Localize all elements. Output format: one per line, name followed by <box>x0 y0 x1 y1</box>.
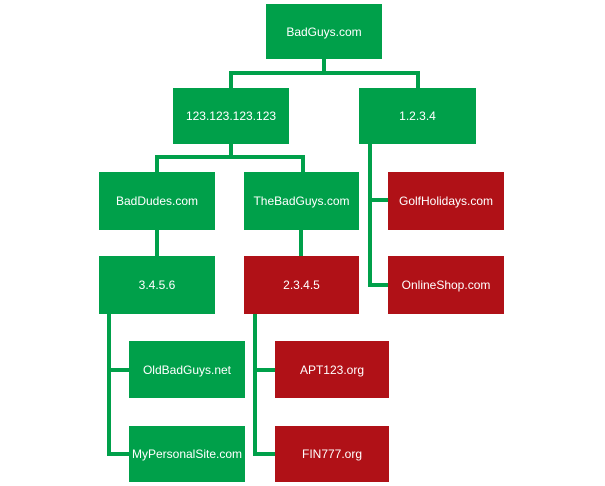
connector-to-apt123 <box>253 368 275 372</box>
node-ip-c: 3.4.5.6 <box>99 256 215 314</box>
node-golfholidays: GolfHolidays.com <box>388 172 504 230</box>
connector-to-ip-a <box>229 71 233 88</box>
node-mypersonalsite: MyPersonalSite.com <box>129 426 245 482</box>
connector-ip-b-trunk <box>368 144 372 287</box>
connector-to-mypersonalsite <box>107 452 129 456</box>
node-apt123: APT123.org <box>275 341 389 398</box>
node-ip-b: 1.2.3.4 <box>359 88 476 144</box>
node-fin777: FIN777.org <box>275 426 389 482</box>
connector-root-bar <box>229 71 420 75</box>
connector-to-thebadguys <box>301 155 305 172</box>
node-ip-d: 2.3.4.5 <box>244 256 359 314</box>
connector-baddudes-to-ip-c <box>155 230 159 256</box>
node-root: BadGuys.com <box>266 4 382 59</box>
connector-to-golfholidays <box>368 198 388 202</box>
connector-to-onlineshop <box>368 283 388 287</box>
connector-ip-a-down <box>229 144 233 157</box>
connector-root-down <box>322 59 326 73</box>
connector-ip-a-bar <box>155 155 305 159</box>
connector-ip-c-trunk <box>107 314 111 456</box>
connector-to-baddudes <box>155 155 159 172</box>
connector-to-ip-b <box>416 71 420 88</box>
node-oldbadguys: OldBadGuys.net <box>129 341 245 398</box>
node-thebadguys: TheBadGuys.com <box>244 172 359 230</box>
node-ip-a: 123.123.123.123 <box>173 88 289 144</box>
connector-to-oldbadguys <box>107 368 129 372</box>
connector-thebadguys-to-ip-d <box>299 230 303 256</box>
connector-ip-d-trunk <box>253 314 257 456</box>
node-onlineshop: OnlineShop.com <box>388 256 504 314</box>
node-baddudes: BadDudes.com <box>99 172 215 230</box>
connector-to-fin777 <box>253 452 275 456</box>
